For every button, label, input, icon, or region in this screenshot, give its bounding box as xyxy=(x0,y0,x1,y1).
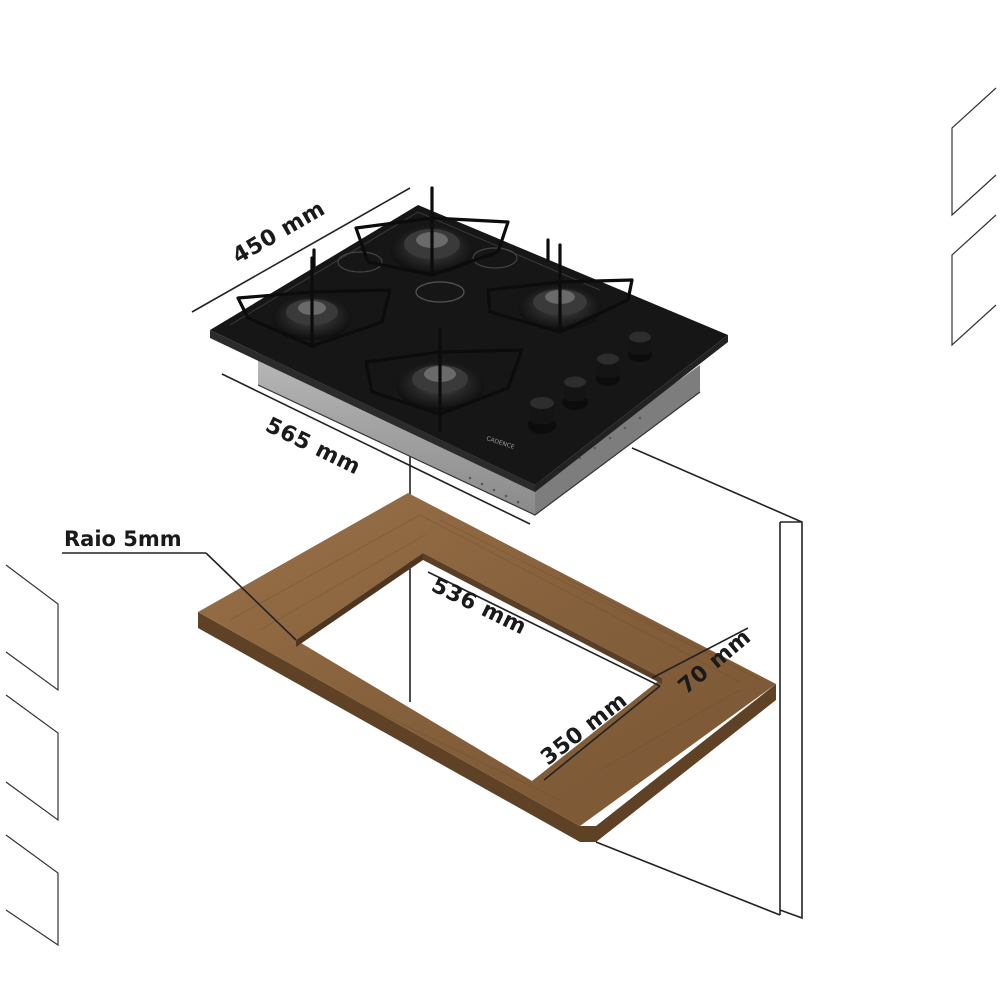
dimension-lines xyxy=(62,187,749,781)
knob-icon xyxy=(628,331,652,362)
knob-icon xyxy=(528,397,556,434)
left-wall-fragments xyxy=(5,564,59,947)
knob-icon xyxy=(562,376,588,410)
cooktop: CADENCE xyxy=(210,186,728,516)
countertop xyxy=(198,493,776,842)
knob-icon xyxy=(596,353,620,386)
right-wall-fragments xyxy=(951,87,997,347)
grates xyxy=(236,186,634,432)
radius-callout-label: Raio 5mm xyxy=(64,527,182,551)
